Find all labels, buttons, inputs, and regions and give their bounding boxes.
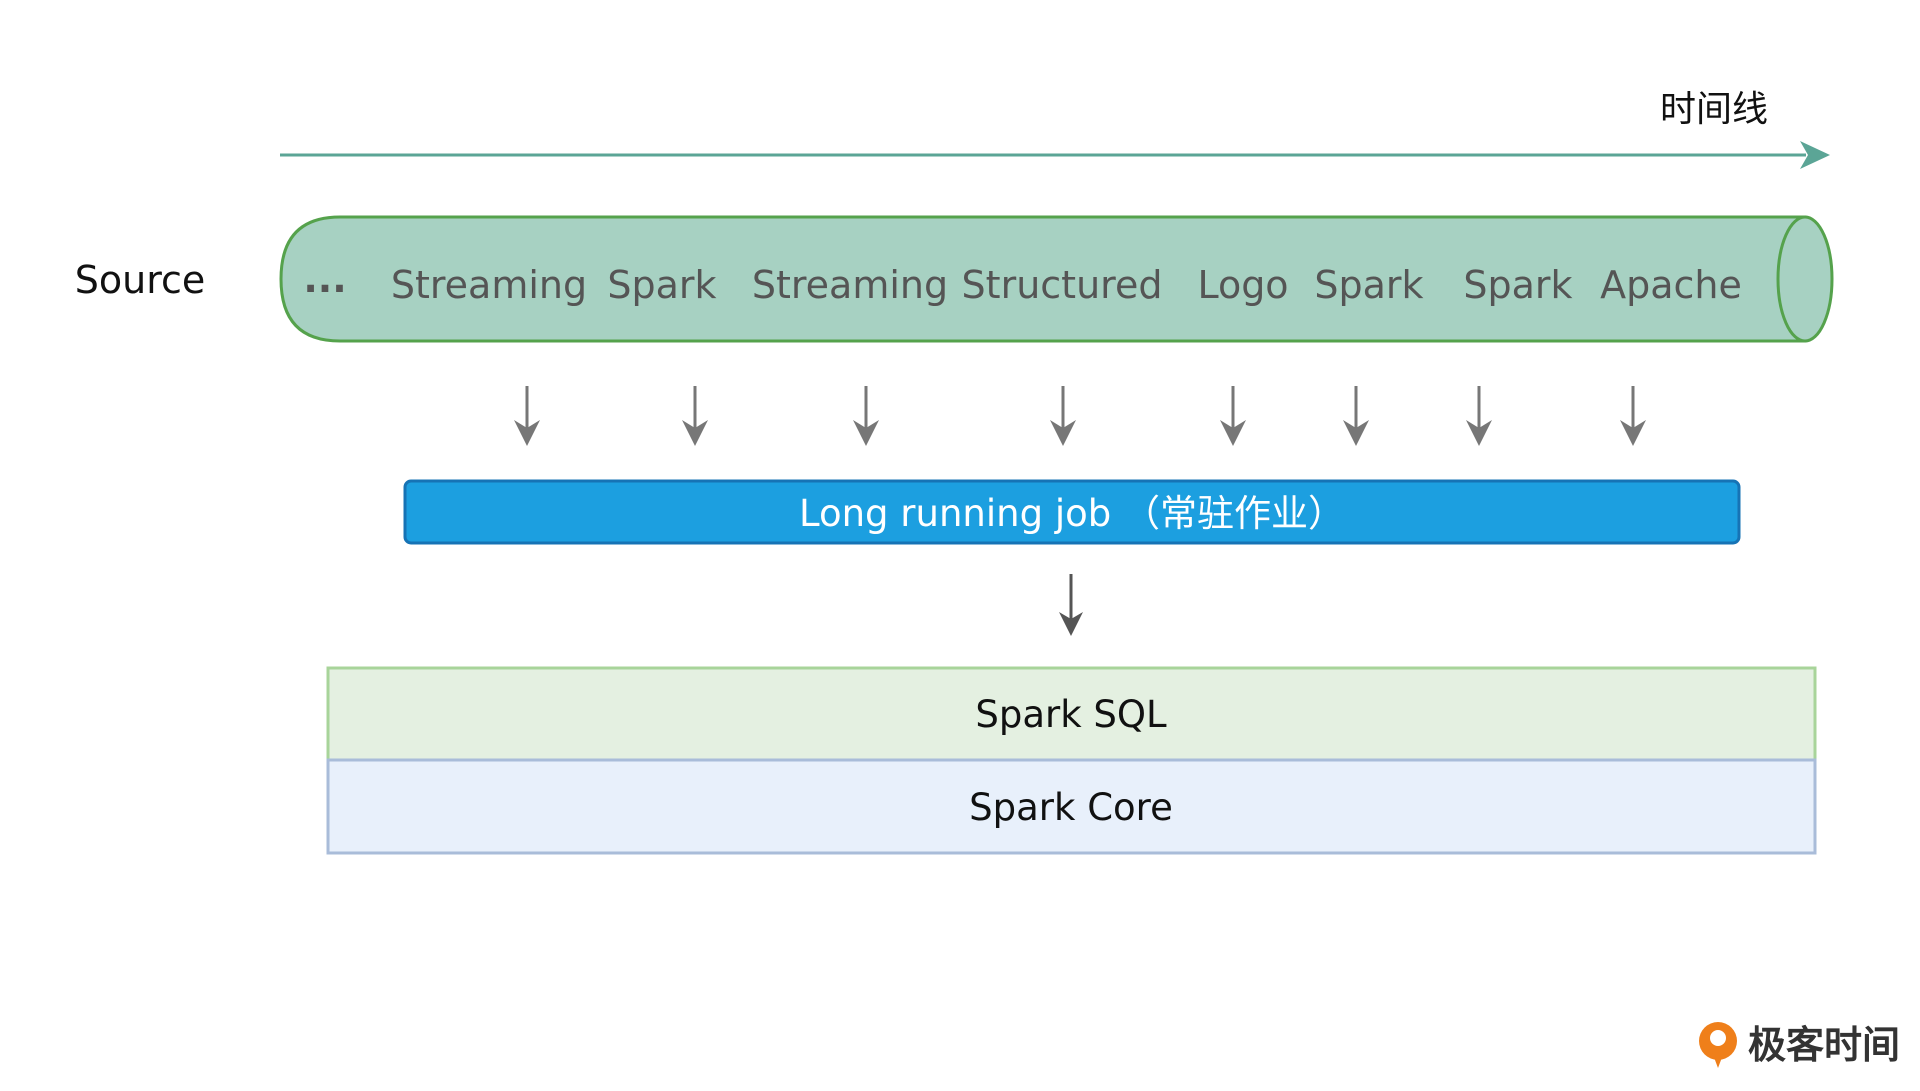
down-arrow-icon xyxy=(514,386,540,446)
pipe-ellipsis: ... xyxy=(303,257,346,301)
source-pipe: ... Streaming Spark Streaming Structured Log… xyxy=(279,215,1834,343)
timeline-arrowhead-icon xyxy=(1800,141,1830,169)
job-bar xyxy=(403,479,1741,545)
job-label: Long running job （常驻作业） xyxy=(799,492,1345,535)
down-arrow-icon xyxy=(1466,386,1492,446)
pipe-token-list: Streaming Spark Streaming Structured Logo Spa… xyxy=(391,263,1742,307)
long-running-job: Long running job （常驻作业） xyxy=(403,479,1741,545)
down-arrow-icon xyxy=(682,386,708,446)
pipe-token: Streaming xyxy=(752,263,948,307)
pipe-token: Apache xyxy=(1600,263,1742,307)
token-arrow-list xyxy=(514,386,1646,446)
down-arrow-icon xyxy=(853,386,879,446)
pipe-body xyxy=(279,215,1807,343)
pipe-token: Spark xyxy=(1314,263,1423,307)
spark-core-layer xyxy=(326,758,1817,855)
pipe-token: Logo xyxy=(1197,263,1288,307)
layer-stack: Spark SQL Spark Core xyxy=(326,666,1817,855)
pipe-token: Spark xyxy=(1463,263,1572,307)
timeline-label: 时间线 xyxy=(1660,89,1768,130)
pipe-end-cap xyxy=(1776,215,1834,343)
down-arrow-icon xyxy=(1343,386,1369,446)
timeline: 时间线 xyxy=(280,89,1830,169)
down-arrow-icon xyxy=(1620,386,1646,446)
down-arrow-icon xyxy=(1220,386,1246,446)
job-to-layers-arrow-icon xyxy=(1059,574,1083,636)
spark-sql-label: Spark SQL xyxy=(975,693,1167,736)
pipe-token: Streaming xyxy=(391,263,587,307)
down-arrow-icon xyxy=(1050,386,1076,446)
source-label: Source xyxy=(75,258,206,302)
brand-logo: 极客时间 xyxy=(1699,1022,1900,1068)
brand-name: 极客时间 xyxy=(1748,1023,1900,1067)
pipe-token: Spark xyxy=(607,263,716,307)
spark-sql-layer xyxy=(326,666,1817,762)
pipe-token: Structured xyxy=(962,263,1163,307)
spark-core-label: Spark Core xyxy=(969,786,1173,829)
